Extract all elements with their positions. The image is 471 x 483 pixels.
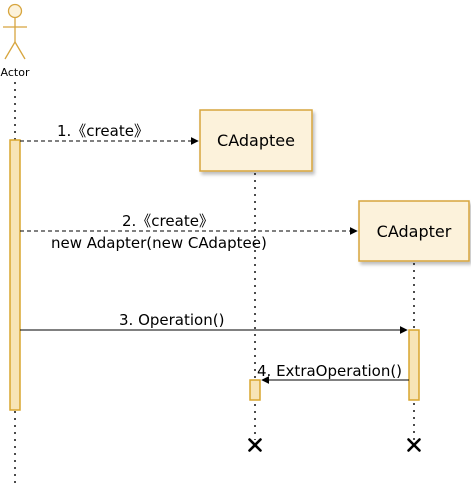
- adaptee-destroy-icon: [248, 438, 262, 452]
- actor-activation: [9, 139, 21, 411]
- adaptee-activation: [249, 379, 261, 401]
- message-3-label: 3. Operation(): [119, 311, 224, 329]
- adapter-activation: [408, 329, 420, 401]
- adapter-destroy-icon: [407, 438, 421, 452]
- adaptee-label: CAdaptee: [217, 131, 295, 150]
- adapter-box: [358, 200, 470, 262]
- actor-label: Actor: [1, 66, 30, 79]
- message-4-label: 4. ExtraOperation(): [257, 362, 402, 380]
- message-1-label: 1.《create》: [57, 122, 149, 140]
- message-2-sublabel: new Adapter(new CAdaptee): [51, 234, 267, 252]
- actor-icon: [3, 3, 27, 60]
- adapter-label: CAdapter: [377, 222, 452, 241]
- adaptee-box: [199, 109, 313, 172]
- message-2-label: 2.《create》: [122, 212, 214, 230]
